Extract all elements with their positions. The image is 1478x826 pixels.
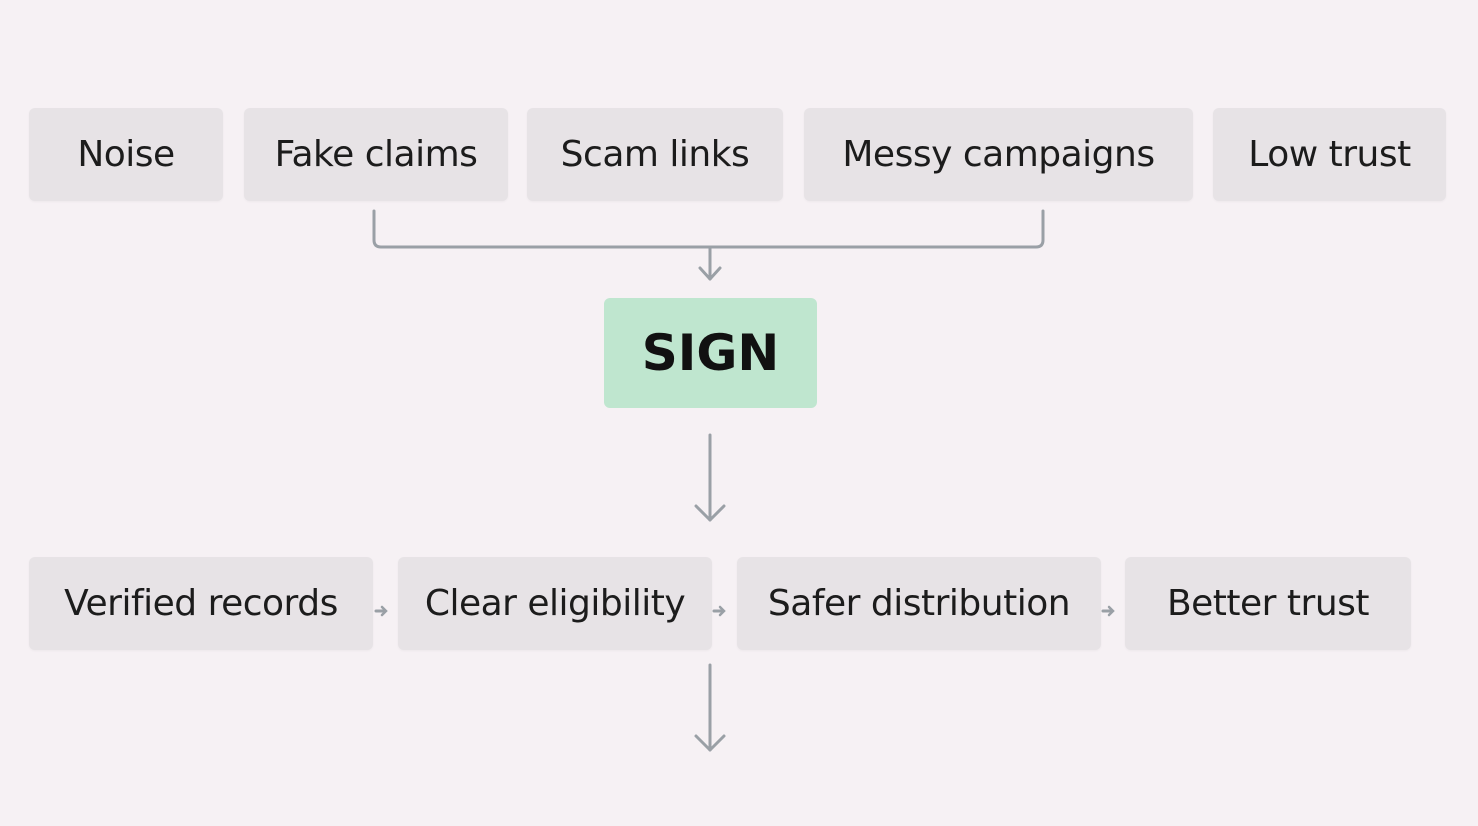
sign-label: SIGN	[641, 324, 780, 382]
problem-box-fake-claims: Fake claims	[244, 108, 508, 201]
outcome-box-safer-distribution: Safer distribution	[737, 557, 1101, 650]
outcome-label: Verified records	[64, 583, 338, 624]
arrow-from-sign-head	[694, 504, 726, 522]
problem-box-scam-links: Scam links	[527, 108, 783, 201]
arrow-to-sign-head	[698, 266, 722, 281]
problem-label: Fake claims	[274, 134, 478, 175]
step-arrow-3	[1101, 605, 1115, 617]
problem-label: Noise	[77, 134, 175, 175]
sign-box: SIGN	[604, 298, 817, 408]
problem-box-low-trust: Low trust	[1213, 108, 1446, 201]
problem-label: Low trust	[1248, 134, 1411, 175]
problem-box-messy-campaigns: Messy campaigns	[804, 108, 1193, 201]
step-arrow-1	[374, 605, 388, 617]
step-arrow-2	[712, 605, 726, 617]
merge-bracket	[372, 209, 1045, 249]
problem-label: Messy campaigns	[842, 134, 1155, 175]
final-arrow-head	[694, 734, 726, 752]
outcome-label: Clear eligibility	[424, 583, 686, 624]
outcome-label: Safer distribution	[767, 583, 1071, 624]
outcome-label: Better trust	[1166, 583, 1370, 624]
outcome-box-clear-eligibility: Clear eligibility	[398, 557, 712, 650]
problem-box-noise: Noise	[29, 108, 223, 201]
outcome-box-verified-records: Verified records	[29, 557, 373, 650]
outcome-box-better-trust: Better trust	[1125, 557, 1411, 650]
problem-label: Scam links	[560, 134, 750, 175]
